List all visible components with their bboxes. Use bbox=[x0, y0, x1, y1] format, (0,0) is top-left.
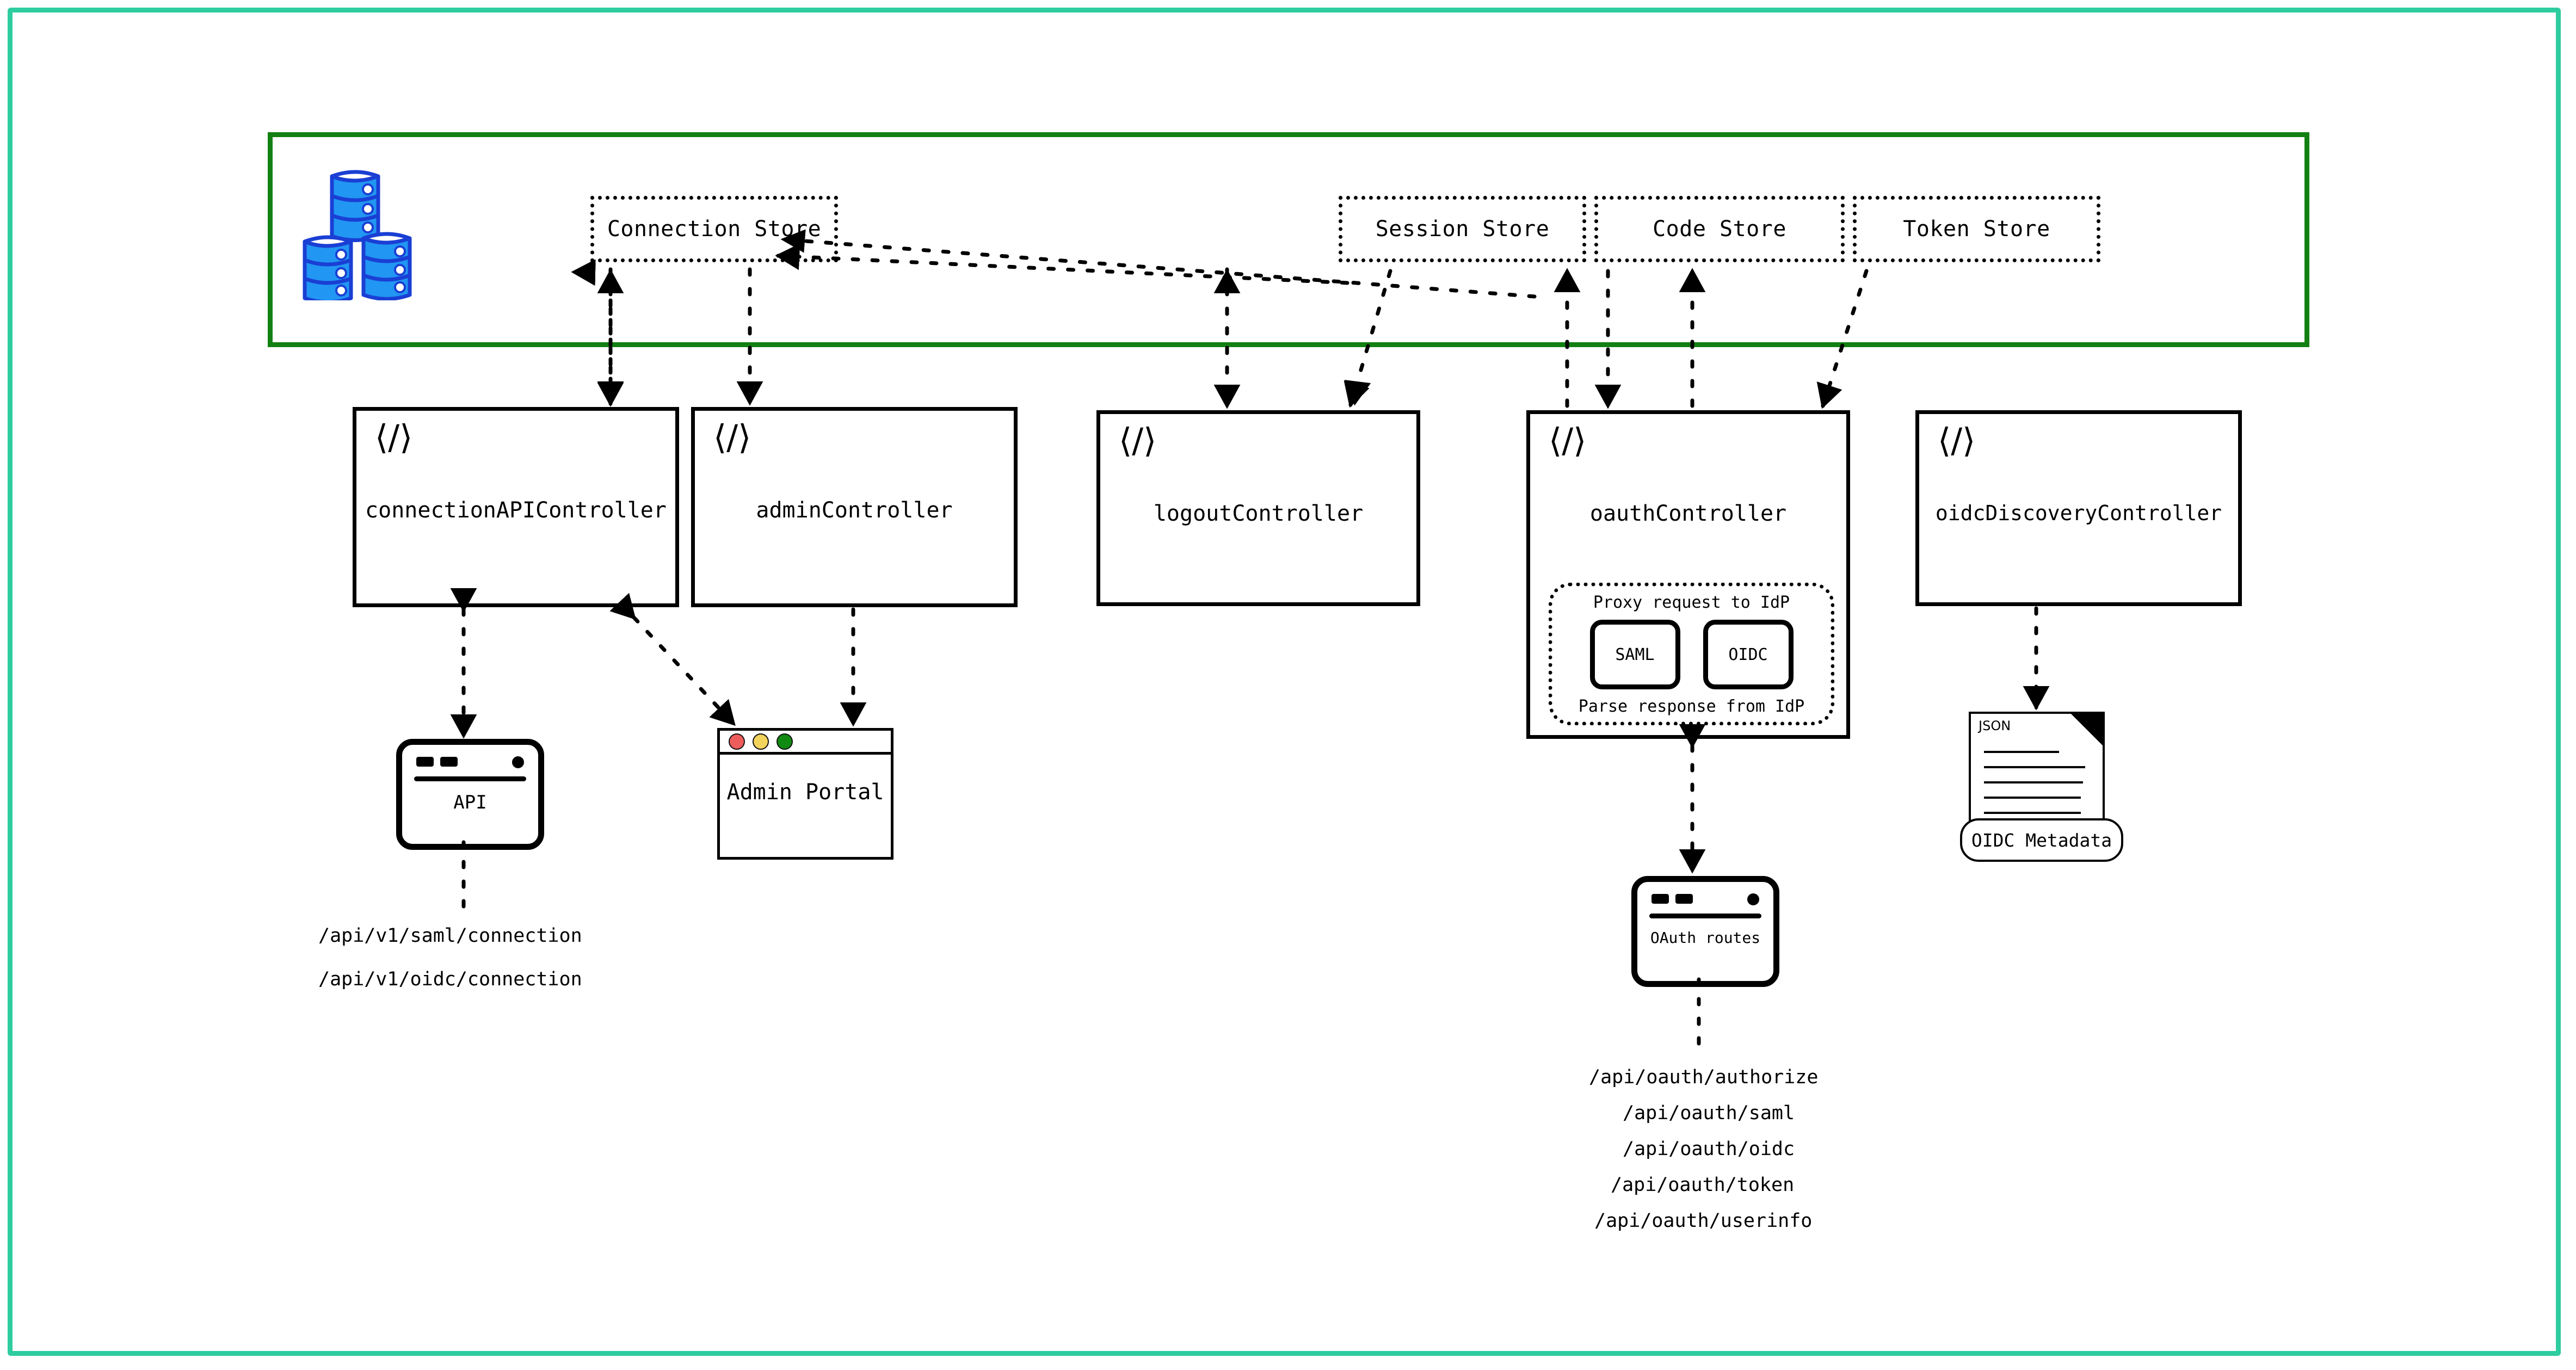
store-label: Code Store bbox=[1653, 217, 1786, 242]
store-label: Token Store bbox=[1903, 217, 2050, 242]
controller-connection-api[interactable]: ⟨/⟩ connectionAPIController bbox=[353, 407, 679, 607]
controller-admin[interactable]: ⟨/⟩ adminController bbox=[691, 407, 1018, 607]
window-rule bbox=[414, 776, 526, 781]
endpoint-connection-saml: /api/v1/saml/connection bbox=[318, 925, 582, 947]
window-dot bbox=[512, 756, 524, 768]
code-icon: ⟨/⟩ bbox=[713, 417, 751, 457]
oauth-routes-window-icon[interactable]: OAuth routes bbox=[1631, 876, 1779, 987]
admin-portal-label: Admin Portal bbox=[726, 780, 884, 805]
protocol-label: OIDC bbox=[1728, 645, 1768, 664]
window-rule bbox=[1649, 914, 1761, 918]
code-icon: ⟨/⟩ bbox=[375, 417, 413, 457]
endpoint-oauth-authorize: /api/oauth/authorize bbox=[1589, 1066, 1819, 1088]
window-dot bbox=[1747, 893, 1759, 905]
controller-label: oidcDiscoveryController bbox=[1935, 501, 2222, 525]
proxy-bottom-label: Parse response from IdP bbox=[1578, 697, 1805, 716]
browser-window-admin-portal[interactable]: Admin Portal bbox=[717, 728, 893, 860]
traffic-light-green bbox=[777, 733, 793, 750]
controller-logout[interactable]: ⟨/⟩ logoutController bbox=[1096, 410, 1420, 606]
controller-oauth[interactable]: ⟨/⟩ oauthController Proxy request to IdP… bbox=[1526, 410, 1850, 739]
protocol-chip-oidc[interactable]: OIDC bbox=[1703, 620, 1794, 689]
api-label: API bbox=[453, 792, 487, 813]
controller-label: adminController bbox=[756, 498, 953, 523]
controller-label: logoutController bbox=[1153, 501, 1364, 526]
api-window-icon[interactable]: API bbox=[396, 739, 544, 850]
traffic-light-yellow bbox=[753, 733, 769, 750]
window-controls bbox=[1651, 894, 1693, 904]
json-document-icon[interactable]: JSON OIDC Metadata bbox=[1960, 712, 2132, 875]
proxy-top-label: Proxy request to IdP bbox=[1593, 593, 1790, 612]
proxy-group: Proxy request to IdP SAML OIDC Parse res… bbox=[1549, 583, 1834, 725]
protocol-row: SAML OIDC bbox=[1589, 620, 1794, 689]
window-controls bbox=[416, 757, 458, 767]
code-icon: ⟨/⟩ bbox=[1938, 421, 1976, 460]
endpoint-oauth-oidc: /api/oauth/oidc bbox=[1623, 1138, 1795, 1160]
controller-label: connectionAPIController bbox=[365, 498, 667, 523]
outer-frame bbox=[8, 8, 2561, 1356]
store-box-token[interactable]: Token Store bbox=[1853, 196, 2100, 262]
oauth-routes-label: OAuth routes bbox=[1650, 929, 1761, 947]
store-box-connection[interactable]: Connection Store bbox=[590, 196, 838, 262]
endpoint-oauth-token: /api/oauth/token bbox=[1611, 1174, 1795, 1196]
window-titlebar bbox=[720, 731, 891, 755]
endpoint-connection-oidc: /api/v1/oidc/connection bbox=[318, 968, 582, 990]
oidc-metadata-badge[interactable]: OIDC Metadata bbox=[1960, 818, 2123, 862]
controller-label: oauthController bbox=[1589, 501, 1787, 526]
database-stack-icon bbox=[303, 170, 412, 300]
oidc-metadata-label: OIDC Metadata bbox=[1971, 829, 2112, 851]
traffic-light-red bbox=[729, 733, 745, 750]
store-box-code[interactable]: Code Store bbox=[1594, 196, 1845, 262]
store-label: Session Store bbox=[1375, 217, 1550, 242]
endpoint-oauth-userinfo: /api/oauth/userinfo bbox=[1594, 1210, 1813, 1232]
page-fold-corner bbox=[2069, 712, 2105, 748]
code-icon: ⟨/⟩ bbox=[1549, 421, 1587, 460]
protocol-label: SAML bbox=[1615, 645, 1655, 664]
controller-oidc-discovery[interactable]: ⟨/⟩ oidcDiscoveryController bbox=[1915, 410, 2242, 606]
store-label: Connection Store bbox=[607, 217, 822, 242]
endpoint-oauth-saml: /api/oauth/saml bbox=[1623, 1102, 1795, 1124]
store-box-session[interactable]: Session Store bbox=[1339, 196, 1586, 262]
code-icon: ⟨/⟩ bbox=[1119, 421, 1157, 460]
protocol-chip-saml[interactable]: SAML bbox=[1589, 620, 1680, 689]
document-type-label: JSON bbox=[1979, 718, 2011, 733]
